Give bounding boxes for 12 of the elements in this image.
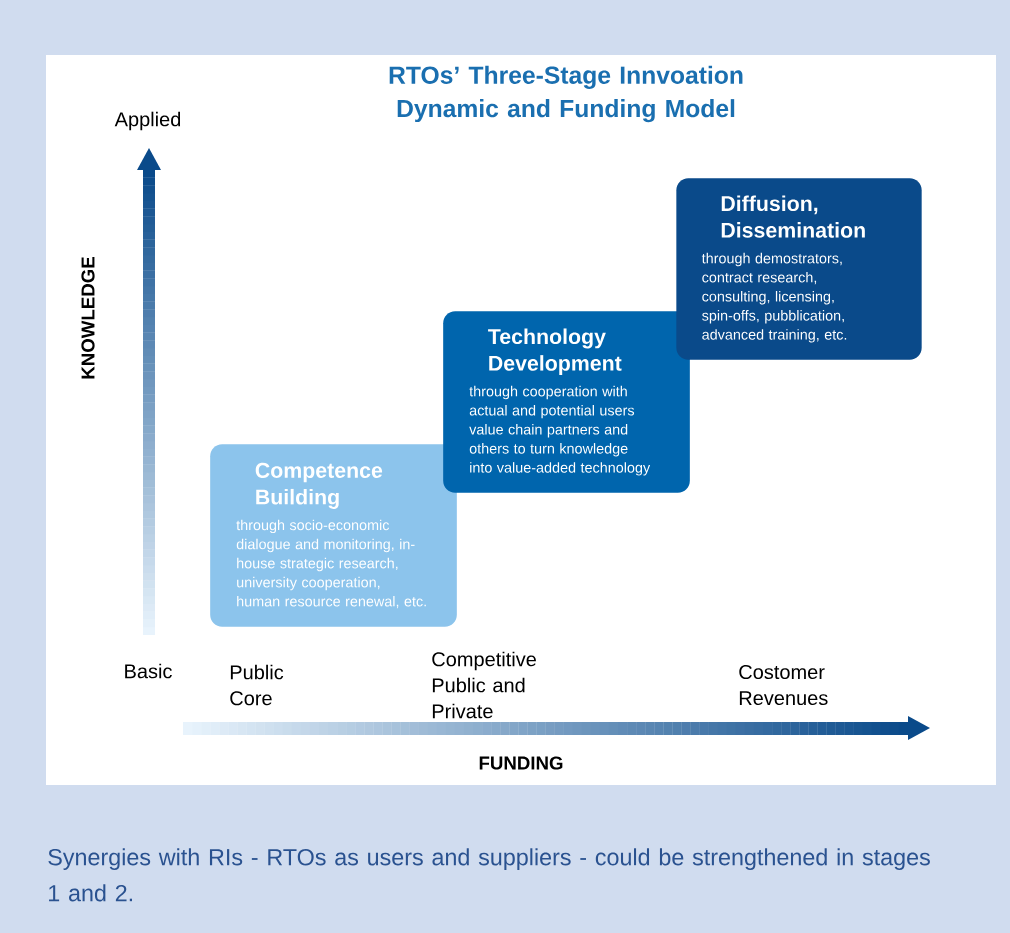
stage-box: Diffusion, Dissemination through demostrators, contract research, consulting, licensing, spin-offs, pubblication, advanced training, etc. bbox=[676, 178, 922, 360]
axis-label: Applied bbox=[114, 111, 181, 131]
stage-box: Technology Development through cooperation with actual and potential users value chain partners and others to turn knowledge into value-added technology bbox=[443, 311, 690, 493]
axis-label: FUNDING bbox=[479, 756, 563, 770]
tick-label: Public Core bbox=[230, 664, 284, 706]
stage-box: Competence Building through socio-economic dialogue and monitoring, in-house strategic research, university cooperation, human resource renewal, etc. bbox=[210, 444, 457, 627]
caption: Synergies with RIs - RTOs as users and suppliers - could be strengthened in stages 1 and 2. bbox=[48, 848, 930, 902]
tick-label: Basic bbox=[125, 663, 172, 679]
title: RTOs’ Three-Stage Innvoation Dynamic and Funding Model bbox=[389, 65, 743, 123]
tick-label: Costomer Revenues bbox=[739, 664, 828, 706]
tick-label: Competitive Public and Private bbox=[432, 651, 536, 719]
axis-label: KNOWLEDGE bbox=[81, 257, 95, 379]
